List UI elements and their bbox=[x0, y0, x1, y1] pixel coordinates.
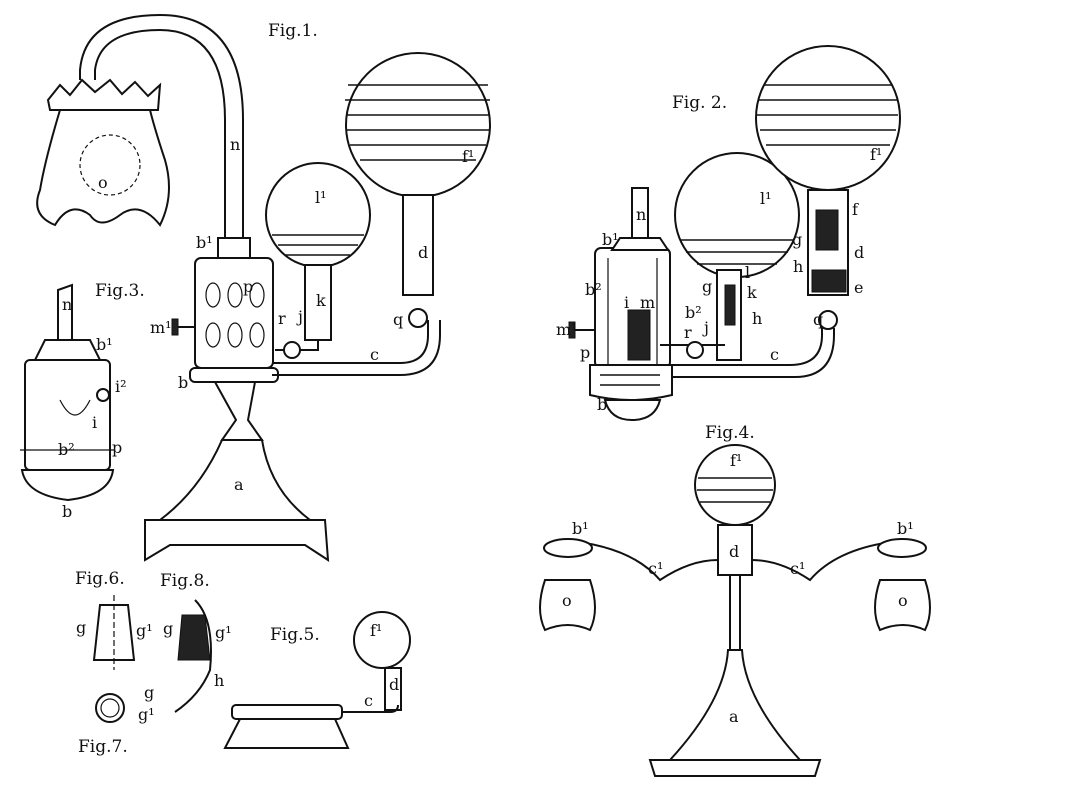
label: f¹ bbox=[462, 147, 474, 166]
label: j bbox=[296, 307, 303, 326]
label: g¹ bbox=[215, 623, 232, 642]
label: i bbox=[624, 293, 629, 312]
figure-4-chandelier bbox=[539, 444, 931, 777]
fig-8-title: Fig.8. bbox=[160, 571, 210, 591]
label: f¹ bbox=[870, 145, 882, 164]
fig-5-title: Fig.5. bbox=[270, 625, 320, 645]
label: g¹ bbox=[138, 705, 155, 724]
figure-1-lamp bbox=[36, 13, 491, 562]
label: b¹ bbox=[96, 335, 113, 354]
figure-3-burner bbox=[20, 283, 115, 502]
label: o bbox=[898, 591, 908, 610]
label: c¹ bbox=[648, 559, 663, 578]
label: h bbox=[752, 309, 762, 328]
label: b bbox=[178, 373, 188, 392]
label: o bbox=[562, 591, 572, 610]
label: g bbox=[702, 277, 712, 296]
label: d bbox=[729, 542, 739, 561]
label: c bbox=[770, 345, 779, 364]
label: l¹ bbox=[315, 188, 327, 207]
label: c bbox=[370, 345, 379, 364]
label: n bbox=[636, 205, 646, 224]
fig-2-labels: n b¹ l¹ f¹ b² i m b² g l k h f g d h e q… bbox=[556, 145, 882, 414]
label: j bbox=[702, 318, 709, 337]
fig-5-8-labels: f¹ c d g g¹ g g¹ g g¹ h bbox=[76, 618, 399, 724]
label: n bbox=[230, 135, 240, 154]
label: b bbox=[62, 502, 72, 521]
label: l bbox=[745, 263, 750, 282]
fig-4-title: Fig.4. bbox=[705, 423, 755, 443]
label: m¹ bbox=[150, 318, 172, 337]
fig-7-title: Fig.7. bbox=[78, 737, 128, 757]
label: q bbox=[813, 310, 823, 329]
label: i bbox=[92, 413, 97, 432]
label: b¹ bbox=[196, 233, 213, 252]
label: b² bbox=[585, 280, 602, 299]
label: i² bbox=[115, 377, 127, 396]
label: b¹ bbox=[897, 519, 914, 538]
label: p bbox=[112, 438, 122, 457]
label: b bbox=[597, 395, 607, 414]
label: e bbox=[854, 278, 863, 297]
label: a bbox=[234, 475, 244, 494]
label: k bbox=[316, 291, 326, 310]
label: p bbox=[580, 343, 590, 362]
label: r bbox=[684, 323, 692, 342]
label: d bbox=[418, 243, 428, 262]
label: a bbox=[729, 707, 739, 726]
label: o bbox=[98, 173, 108, 192]
label: c bbox=[364, 691, 373, 710]
figure-5-stand bbox=[223, 611, 411, 749]
label: g bbox=[792, 230, 802, 249]
label: l¹ bbox=[760, 189, 772, 208]
label: f¹ bbox=[370, 621, 382, 640]
label: f¹ bbox=[730, 451, 742, 470]
label: g bbox=[76, 618, 86, 637]
label: d bbox=[854, 243, 864, 262]
label: b² bbox=[685, 303, 702, 322]
label: b¹ bbox=[602, 230, 619, 249]
label: h bbox=[214, 671, 224, 690]
label: q bbox=[393, 310, 403, 329]
fig-3-title: Fig.3. bbox=[95, 281, 145, 301]
label: r bbox=[278, 309, 286, 328]
label: p bbox=[243, 277, 253, 296]
label: m bbox=[640, 293, 655, 312]
fig-2-title: Fig. 2. bbox=[672, 93, 727, 113]
fig-6-title: Fig.6. bbox=[75, 569, 125, 589]
label: c¹ bbox=[790, 559, 805, 578]
label: g bbox=[163, 619, 173, 638]
lamp-shade bbox=[36, 109, 170, 227]
fig-3-labels: n b¹ i² i b² p b bbox=[58, 295, 127, 521]
label: h bbox=[793, 257, 803, 276]
label: b² bbox=[58, 440, 75, 459]
fig-1-title: Fig.1. bbox=[268, 21, 318, 41]
label: k bbox=[747, 283, 757, 302]
fig-1-labels: n o b¹ p m¹ r j k d f¹ l¹ q c b a bbox=[98, 135, 474, 494]
figures-6-7-8-details bbox=[92, 595, 212, 723]
fig-4-labels: f¹ b¹ b¹ c¹ c¹ d o o a bbox=[562, 451, 914, 726]
figure-2-section bbox=[568, 45, 901, 422]
label: g bbox=[144, 683, 154, 702]
label: d bbox=[389, 675, 399, 694]
lamp-foot bbox=[144, 519, 330, 562]
label: b¹ bbox=[572, 519, 589, 538]
label: f bbox=[852, 200, 859, 219]
label: n bbox=[62, 295, 72, 314]
label: g¹ bbox=[136, 621, 153, 640]
label: m¹ bbox=[556, 320, 578, 339]
